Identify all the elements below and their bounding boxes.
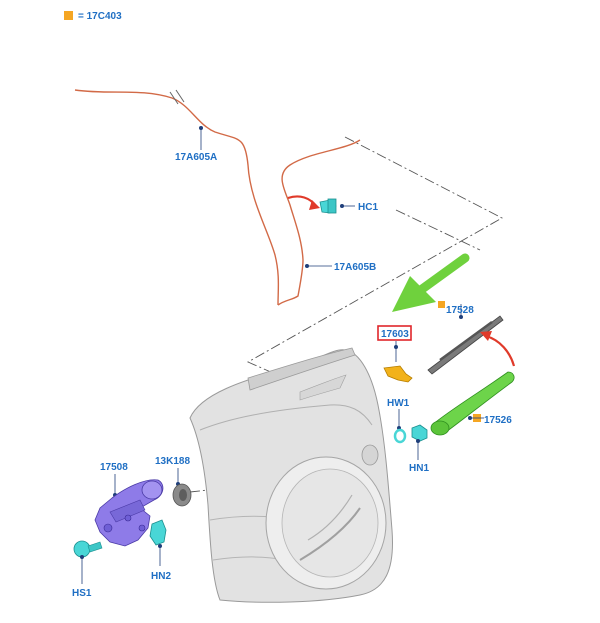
label-HN1: HN1: [409, 463, 429, 474]
label-17528: 17528: [446, 305, 474, 316]
red-curved-arrow-icon-arm: [480, 331, 516, 367]
liftgate: [189, 347, 394, 603]
washer-hw1: HW1: [387, 398, 410, 444]
wiper-motor-17508: 17508: [94, 462, 164, 547]
label-17603: 17603: [381, 329, 409, 340]
label-17A605B: 17A605B: [334, 262, 376, 273]
highlight-box: [377, 325, 412, 341]
label-HC1: HC1: [358, 202, 378, 213]
wiper-blade-17528: 17528: [427, 301, 504, 375]
label-HW1: HW1: [387, 398, 410, 409]
legend: = 17C403: [64, 11, 122, 22]
label-HS1: HS1: [72, 588, 92, 599]
green-arrow-icon: [392, 253, 470, 312]
callout-17A605B: 17A605B: [305, 262, 376, 273]
clip-hc1: HC1: [287, 195, 378, 214]
label-HN2: HN2: [151, 571, 171, 582]
label-13K188: 13K188: [155, 456, 190, 467]
grommet-13K188: 13K188: [155, 456, 192, 507]
wiper-arm-17526: 17526: [430, 371, 515, 436]
label-17508: 17508: [100, 462, 128, 473]
label-17526: 17526: [484, 415, 512, 426]
nut-hn2: HN2: [149, 519, 171, 582]
nut-hn1: HN1: [409, 424, 429, 474]
washer-nozzle-17603: 17603: [377, 325, 413, 383]
washer-hose: [74, 89, 361, 306]
legend-square-icon: [64, 11, 73, 20]
callout-17A605A: 17A605A: [175, 126, 217, 163]
legend-square-icon-blade: [438, 301, 445, 308]
legend-text: = 17C403: [78, 11, 122, 22]
label-17A605A: 17A605A: [175, 152, 217, 163]
screw-hs1: HS1: [72, 540, 103, 599]
